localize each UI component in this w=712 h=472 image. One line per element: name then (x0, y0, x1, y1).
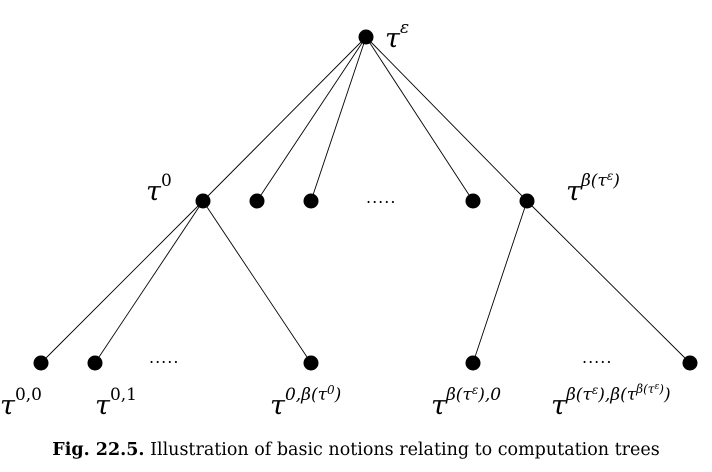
label-leaf01-base: τ (95, 390, 111, 421)
edge-tau0-leaf01 (94, 200, 204, 364)
node-taubeta (519, 193, 535, 209)
caption-label: Fig. 22.5. (52, 440, 145, 460)
label-leaf00-sup: 0,0 (15, 385, 42, 405)
label-taubeta-sup-close: ) (612, 171, 620, 191)
label-root-sup: ε (400, 18, 409, 38)
edge-taubeta-leafbeta0 (472, 200, 528, 364)
label-leafbetabeta-sup-close-inner: ) (658, 382, 664, 396)
label-leafbetabeta: τβ(τε),β(τβ(τε)) (551, 382, 671, 421)
label-leaf00: τ0,0 (0, 385, 42, 421)
label-root: τε (385, 18, 409, 54)
label-leafbeta0-sup: β(τ (445, 385, 472, 405)
label-root-base: τ (385, 23, 401, 54)
tree-nodes (33, 29, 698, 371)
edge-root-node3 (310, 36, 367, 202)
edge-taubeta-leafbetabeta (526, 200, 691, 364)
label-tau0-sup: 0 (161, 171, 172, 191)
edge-root-tau0 (202, 36, 367, 202)
label-leafbeta0-sup-inner: ε (472, 383, 478, 397)
ellipsis-level1: ..... (366, 188, 396, 207)
figure-caption: Fig. 22.5. Illustration of basic notions… (0, 440, 712, 460)
label-taubeta-sup: β(τ (580, 171, 607, 191)
label-leaf0beta-sup: 0,β(τ (285, 385, 328, 405)
label-leaf0beta: τ0,β(τ0) (270, 383, 341, 421)
label-tau0: τ0 (146, 171, 172, 207)
node-level1-2 (249, 193, 265, 209)
label-leaf00-base: τ (0, 390, 16, 421)
label-taubeta-base: τ (566, 176, 582, 207)
label-taubeta: τβ(τε) (566, 169, 620, 207)
edge-tau0-leaf00 (40, 200, 204, 364)
node-root (358, 29, 374, 45)
label-tau0-base: τ (146, 176, 162, 207)
edge-root-node4 (365, 36, 474, 202)
label-leafbetabeta-sup-close: ) (663, 385, 671, 405)
caption-text: Illustration of basic notions relating t… (150, 440, 660, 460)
label-leafbetabeta-sup: β(τ (565, 385, 592, 405)
node-level1-3 (303, 193, 319, 209)
label-leaf0beta-sup-inner: 0 (327, 383, 335, 397)
ellipsis-leaves-left: ..... (149, 348, 179, 367)
label-leaf0beta-sup-close: ) (334, 385, 342, 405)
label-leafbeta0: τβ(τε),0 (431, 383, 501, 421)
label-leafbetabeta-sup-mid: ),β(τ (597, 385, 636, 405)
label-leaf01-sup: 0,1 (110, 385, 137, 405)
label-leaf01: τ0,1 (95, 385, 137, 421)
label-leafbeta0-base: τ (431, 390, 447, 421)
edge-root-taubeta (365, 36, 528, 202)
node-leafbeta0 (465, 355, 481, 371)
node-tau0 (195, 193, 211, 209)
label-leafbetabeta-sup-inner2: β(τ (635, 382, 655, 396)
tree-edges (40, 36, 691, 364)
label-leafbeta0-sup-close: ),0 (477, 385, 501, 405)
node-leaf0beta (303, 355, 319, 371)
label-taubeta-sup-inner: ε (607, 169, 613, 183)
ellipsis-leaves-right: ..... (582, 348, 612, 367)
node-leaf01 (87, 355, 103, 371)
edge-root-node2 (256, 36, 367, 202)
label-leafbetabeta-sup-inner3: ε (654, 382, 659, 392)
node-leafbetabeta (682, 355, 698, 371)
node-leaf00 (33, 355, 49, 371)
label-leafbetabeta-sup-inner: ε (592, 383, 598, 397)
edge-tau0-leaf0beta (202, 200, 312, 364)
node-level1-4 (465, 193, 481, 209)
label-leaf0beta-base: τ (270, 390, 286, 421)
label-leafbetabeta-base: τ (551, 390, 567, 421)
